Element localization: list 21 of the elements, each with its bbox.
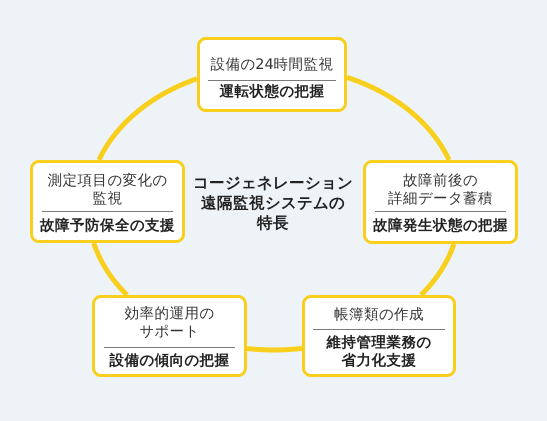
feature-card <box>363 160 518 244</box>
feature-label: 効率的運用のサポート <box>124 305 214 341</box>
feature-card <box>197 37 347 112</box>
benefit-label: 設備の傾向の把握 <box>110 352 230 370</box>
benefit-label: 運転状態の把握 <box>220 83 324 101</box>
benefit-label: 維持管理業務の省力化支援 <box>326 334 432 370</box>
feature-label: 設備の24時間監視 <box>210 56 334 74</box>
ring-connector <box>91 240 129 297</box>
ring-connector <box>246 346 303 352</box>
feature-label: 帳簿類の作成 <box>334 306 424 324</box>
diagram-title: コージェネレーション遠隔監視システムの特長 <box>193 173 353 233</box>
ring-connector <box>96 76 198 162</box>
feature-card <box>92 295 247 377</box>
benefit-label: 故障発生状態の把握 <box>373 217 508 235</box>
feature-label: 測定項目の変化の監視 <box>48 172 168 208</box>
feature-card <box>302 295 456 377</box>
ring-connector <box>346 75 452 162</box>
feature-card <box>30 160 185 243</box>
benefit-label: 故障予防保全の支援 <box>40 217 175 235</box>
feature-label: 故障前後の詳細データ蓄積 <box>388 172 493 208</box>
ring-connector <box>418 242 456 298</box>
